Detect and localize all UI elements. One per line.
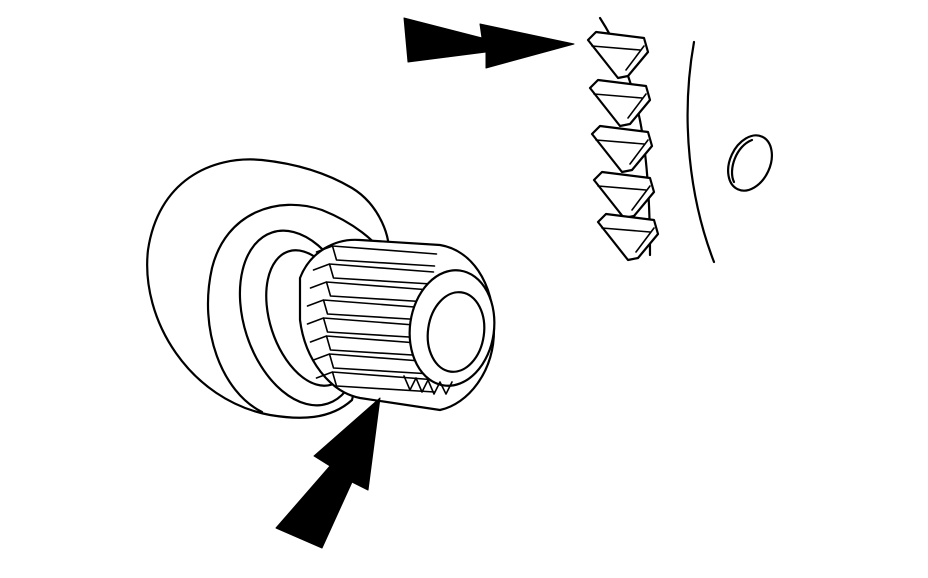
pinion-bore (426, 291, 486, 373)
ring-gear-tooth-edge (595, 139, 649, 165)
ring-gear-tooth-edge (591, 45, 645, 71)
starter-drive-pinion (146, 158, 496, 419)
pinion-teeth (306, 245, 438, 393)
ring-gear-tooth (590, 124, 654, 174)
flywheel-ring-gear (586, 16, 773, 264)
pinion-tooth (312, 263, 435, 285)
ring-gear-tooth-edge (593, 93, 647, 119)
ring-gear-teeth (586, 30, 660, 262)
pinion-tooth (309, 335, 432, 357)
pinion-tooth (315, 371, 438, 393)
flywheel-edge (686, 40, 716, 264)
ring-gear-tooth (592, 170, 656, 220)
pinion-tooth (315, 245, 438, 267)
ring-gear-tooth (586, 30, 650, 80)
ring-gear-tooth (588, 78, 652, 128)
pinion-tooth (306, 299, 429, 321)
pinion-tooth (309, 281, 432, 303)
ring-gear-tooth-edge (601, 227, 655, 253)
arrow-to-ring-gear (403, 17, 575, 69)
ring-gear-tooth-edge (597, 185, 651, 211)
pinion-tooth (306, 317, 429, 339)
flywheel-hole (727, 134, 773, 192)
arrow-to-pinion (275, 397, 381, 549)
ring-gear-tooth (596, 212, 660, 262)
pinion-tooth (312, 353, 435, 375)
pinion-gear (298, 238, 496, 412)
